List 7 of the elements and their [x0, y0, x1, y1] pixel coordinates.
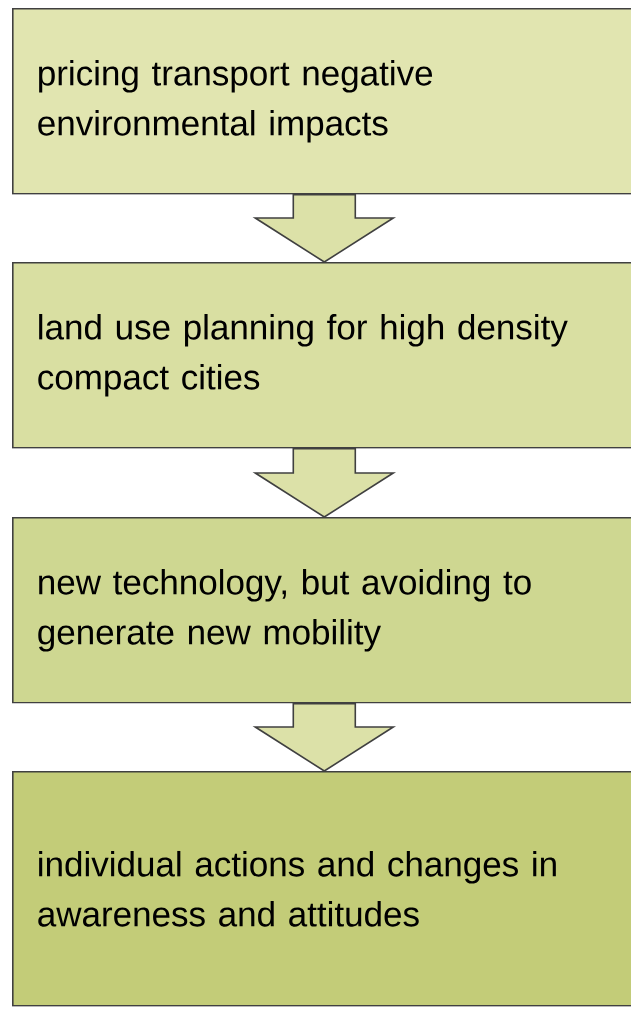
block-arrow [252, 193, 397, 263]
process-box: land use planning for high density compact cities [12, 262, 631, 449]
block-arrow [252, 447, 397, 518]
process-box: pricing transport negative environmental impacts [12, 8, 631, 195]
process-box: individual actions and changes in awareness and attitudes [12, 771, 631, 1007]
block-arrow [252, 702, 397, 772]
process-box: new technology, but avoiding to generate new mobility [12, 517, 631, 704]
